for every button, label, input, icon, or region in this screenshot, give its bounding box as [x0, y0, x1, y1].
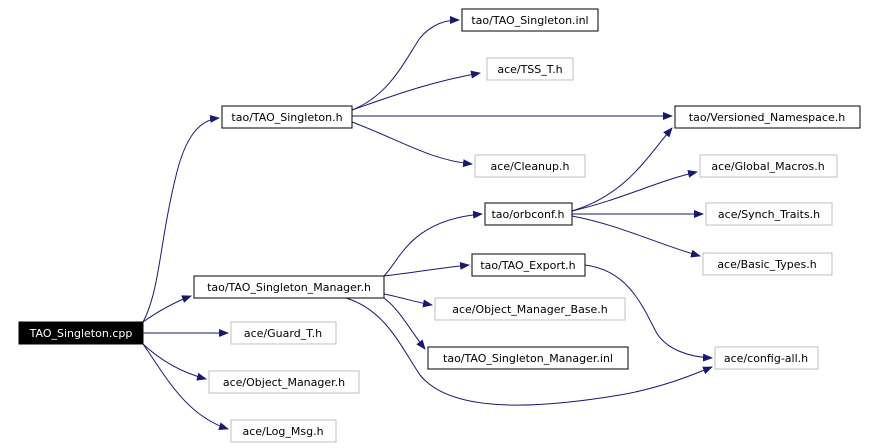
- edge-root-to-object-manager-h: [142, 343, 207, 381]
- node-object-manager-h[interactable]: ace/Object_Manager.h: [208, 370, 360, 394]
- node-tao-singleton-h[interactable]: tao/TAO_Singleton.h: [221, 105, 353, 129]
- edge-manager-h-to-orbconf-h: [383, 210, 483, 277]
- node-tao-singleton-cpp[interactable]: TAO_Singleton.cpp: [18, 321, 144, 345]
- node-label: TAO_Singleton.cpp: [29, 327, 133, 340]
- node-label: tao/Versioned_Namespace.h: [689, 111, 845, 124]
- node-label: tao/TAO_Singleton.h: [231, 111, 342, 124]
- node-log-msg-h[interactable]: ace/Log_Msg.h: [230, 419, 337, 443]
- node-label: tao/TAO_Singleton_Manager.inl: [443, 352, 613, 365]
- edge-tao-export-h-to-config-all-h: [584, 264, 713, 362]
- nodes: TAO_Singleton.cpp tao/TAO_Singleton.h ta…: [18, 8, 861, 443]
- edge-manager-h-to-object-manager-base-h: [383, 293, 433, 308]
- node-config-all-h[interactable]: ace/config-all.h: [714, 346, 819, 370]
- edge-root-to-tao-singleton-h: [142, 114, 220, 323]
- node-label: ace/Object_Manager.h: [223, 376, 345, 389]
- node-orbconf-h[interactable]: tao/orbconf.h: [484, 202, 573, 226]
- edge-tao-singleton-h-to-inl: [351, 16, 460, 111]
- edge-manager-h-to-tao-export-h: [383, 261, 470, 277]
- edge-root-to-tao-singleton-manager-h: [142, 295, 192, 323]
- node-versioned-namespace-h[interactable]: tao/Versioned_Namespace.h: [674, 105, 861, 129]
- node-label: ace/TSS_T.h: [497, 63, 562, 76]
- node-label: ace/Cleanup.h: [491, 160, 570, 173]
- edge-tao-singleton-h-to-tss-t-h: [351, 70, 481, 111]
- node-guard-t-h[interactable]: ace/Guard_T.h: [230, 321, 337, 345]
- node-label: ace/Synch_Traits.h: [718, 208, 820, 221]
- node-label: ace/Object_Manager_Base.h: [452, 303, 608, 316]
- edge-root-to-log-msg-h: [142, 343, 229, 431]
- node-global-macros-h[interactable]: ace/Global_Macros.h: [699, 154, 838, 178]
- edge-orbconf-h-to-versioned-namespace-h: [571, 127, 673, 212]
- node-tss-t-h[interactable]: ace/TSS_T.h: [486, 57, 574, 81]
- node-label: ace/Global_Macros.h: [711, 160, 824, 173]
- node-label: tao/TAO_Singleton.inl: [471, 14, 588, 27]
- node-tao-singleton-inl[interactable]: tao/TAO_Singleton.inl: [461, 8, 599, 32]
- node-label: ace/Log_Msg.h: [242, 425, 323, 438]
- node-label: ace/Guard_T.h: [244, 327, 322, 340]
- node-basic-types-h[interactable]: ace/Basic_Types.h: [702, 252, 833, 276]
- node-cleanup-h[interactable]: ace/Cleanup.h: [474, 154, 586, 178]
- node-synch-traits-h[interactable]: ace/Synch_Traits.h: [705, 202, 833, 226]
- edges: [142, 16, 713, 431]
- node-label: ace/Basic_Types.h: [717, 258, 816, 271]
- node-label: ace/config-all.h: [724, 352, 808, 365]
- node-label: tao/orbconf.h: [491, 208, 564, 221]
- edge-manager-h-to-manager-inl: [383, 297, 426, 350]
- node-label: tao/TAO_Export.h: [480, 259, 575, 272]
- node-label: tao/TAO_Singleton_Manager.h: [207, 281, 371, 294]
- edge-orbconf-h-to-basic-types-h: [571, 215, 701, 258]
- edge-orbconf-h-to-global-macros-h: [571, 169, 698, 212]
- edge-manager-h-to-config-all-h: [345, 297, 713, 406]
- node-tao-export-h[interactable]: tao/TAO_Export.h: [471, 253, 586, 277]
- node-object-manager-base-h[interactable]: ace/Object_Manager_Base.h: [434, 297, 626, 321]
- edge-tao-singleton-h-to-cleanup-h: [351, 121, 473, 168]
- node-tao-singleton-manager-h[interactable]: tao/TAO_Singleton_Manager.h: [193, 275, 385, 299]
- node-tao-singleton-manager-inl[interactable]: tao/TAO_Singleton_Manager.inl: [427, 346, 629, 370]
